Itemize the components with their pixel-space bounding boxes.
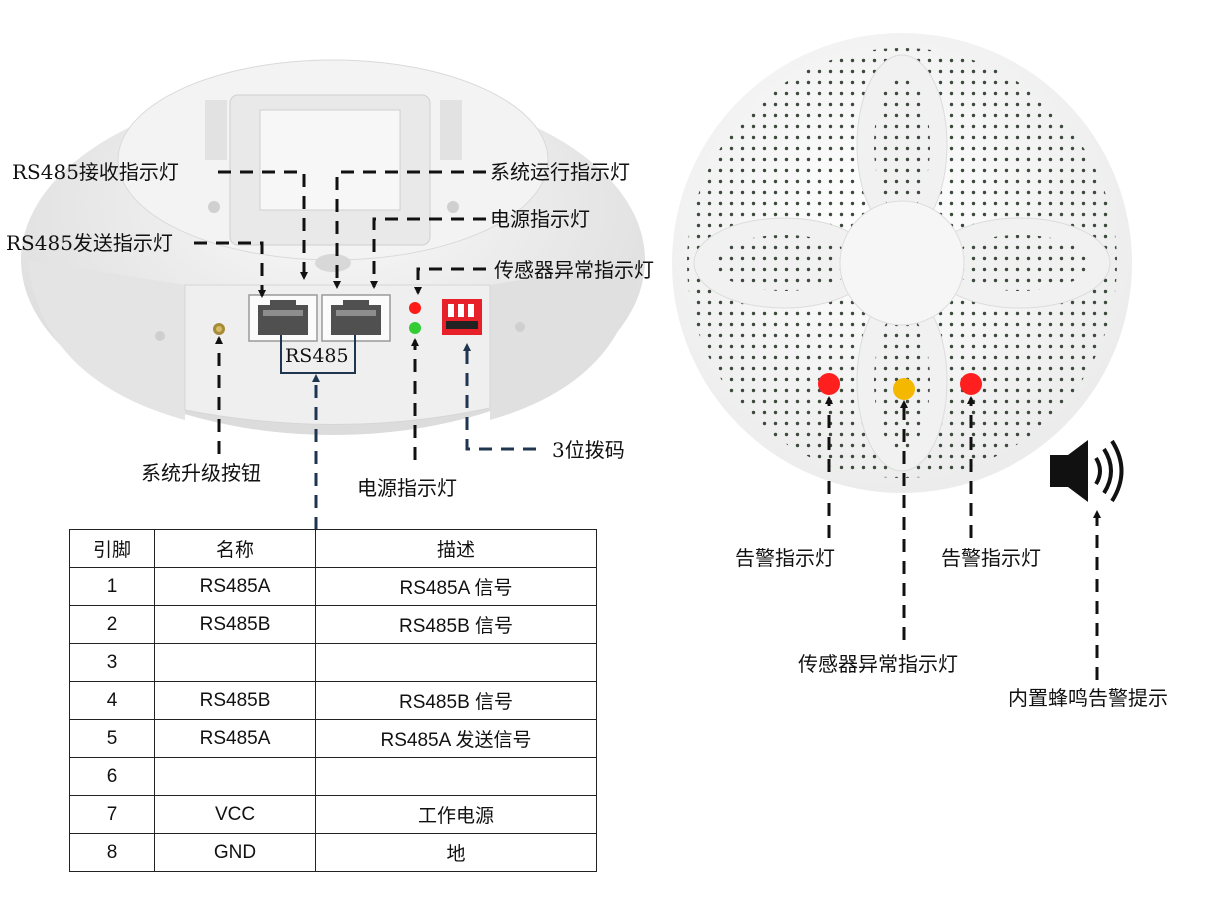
right-callout-arrows bbox=[825, 396, 1101, 680]
label-buzzer: 内置蜂鸣告警提示 bbox=[1008, 686, 1168, 710]
desc-cell: RS485B 信号 bbox=[315, 605, 597, 644]
name-cell: RS485B bbox=[154, 681, 316, 720]
arrow-rs485-rx bbox=[218, 170, 308, 280]
alarm-led-left bbox=[818, 373, 840, 395]
label-upgrade-button: 系统升级按钮 bbox=[141, 461, 261, 485]
arrow-power-top bbox=[370, 217, 486, 289]
pin-cell: 8 bbox=[69, 833, 155, 872]
desc-cell: RS485A 信号 bbox=[315, 567, 597, 606]
header-desc: 描述 bbox=[315, 529, 597, 568]
arrow-dip-switch bbox=[463, 343, 536, 451]
name-cell: RS485B bbox=[154, 605, 316, 644]
desc-cell: 工作电源 bbox=[315, 795, 597, 834]
label-power-bottom: 电源指示灯 bbox=[357, 476, 457, 500]
name-cell bbox=[154, 757, 316, 796]
left-callout-arrows bbox=[194, 170, 486, 460]
label-alarm-left: 告警指示灯 bbox=[735, 546, 835, 570]
left-device-body bbox=[21, 59, 645, 435]
speaker-icon bbox=[1050, 439, 1124, 503]
header-name: 名称 bbox=[154, 529, 316, 568]
desc-cell bbox=[315, 643, 597, 682]
alarm-led-right bbox=[960, 373, 982, 395]
arrow-rs485-tx bbox=[194, 241, 266, 298]
pin-cell: 3 bbox=[69, 643, 155, 682]
pin-cell: 6 bbox=[69, 757, 155, 796]
name-cell: RS485A bbox=[154, 719, 316, 758]
header-pin: 引脚 bbox=[69, 529, 155, 568]
detector-body bbox=[672, 33, 1132, 493]
label-rs485-rx: RS485接收指示灯 bbox=[12, 160, 179, 184]
led-sensor-fault-red bbox=[409, 302, 421, 314]
pin-cell: 2 bbox=[69, 605, 155, 644]
rs485-bracket bbox=[280, 335, 356, 374]
rs485-port-label: RS485 bbox=[285, 345, 349, 367]
pin-cell: 7 bbox=[69, 795, 155, 834]
table-row: 6 bbox=[69, 757, 597, 796]
label-rs485-tx: RS485发送指示灯 bbox=[6, 231, 173, 255]
upgrade-button[interactable] bbox=[213, 323, 225, 335]
pin-cell: 5 bbox=[69, 719, 155, 758]
dip-switch[interactable] bbox=[442, 299, 482, 335]
arrow-sensor-fault bbox=[414, 267, 486, 295]
label-dip-switch: 3位拨码 bbox=[552, 438, 625, 462]
rj45-port-1[interactable] bbox=[248, 294, 318, 342]
pin-cell: 4 bbox=[69, 681, 155, 720]
pin-cell: 1 bbox=[69, 567, 155, 606]
label-sys-run: 系统运行指示灯 bbox=[490, 160, 630, 184]
rj45-port-2[interactable] bbox=[321, 294, 391, 342]
label-sensor-fault-right: 传感器异常指示灯 bbox=[798, 652, 958, 676]
name-cell bbox=[154, 643, 316, 682]
desc-cell: 地 bbox=[315, 833, 597, 872]
label-alarm-right: 告警指示灯 bbox=[941, 546, 1041, 570]
label-sensor-fault: 传感器异常指示灯 bbox=[494, 258, 654, 282]
arrow-sys-run bbox=[333, 170, 486, 289]
desc-cell: RS485A 发送信号 bbox=[315, 719, 597, 758]
table-row: 3 bbox=[69, 643, 597, 682]
name-cell: GND bbox=[154, 833, 316, 872]
desc-cell bbox=[315, 757, 597, 796]
sensor-fault-led bbox=[893, 378, 915, 400]
led-power-green bbox=[409, 322, 421, 334]
label-power-top: 电源指示灯 bbox=[490, 207, 590, 231]
name-cell: VCC bbox=[154, 795, 316, 834]
name-cell: RS485A bbox=[154, 567, 316, 606]
desc-cell: RS485B 信号 bbox=[315, 681, 597, 720]
pin-table-header: 引脚 名称 描述 bbox=[69, 529, 597, 568]
